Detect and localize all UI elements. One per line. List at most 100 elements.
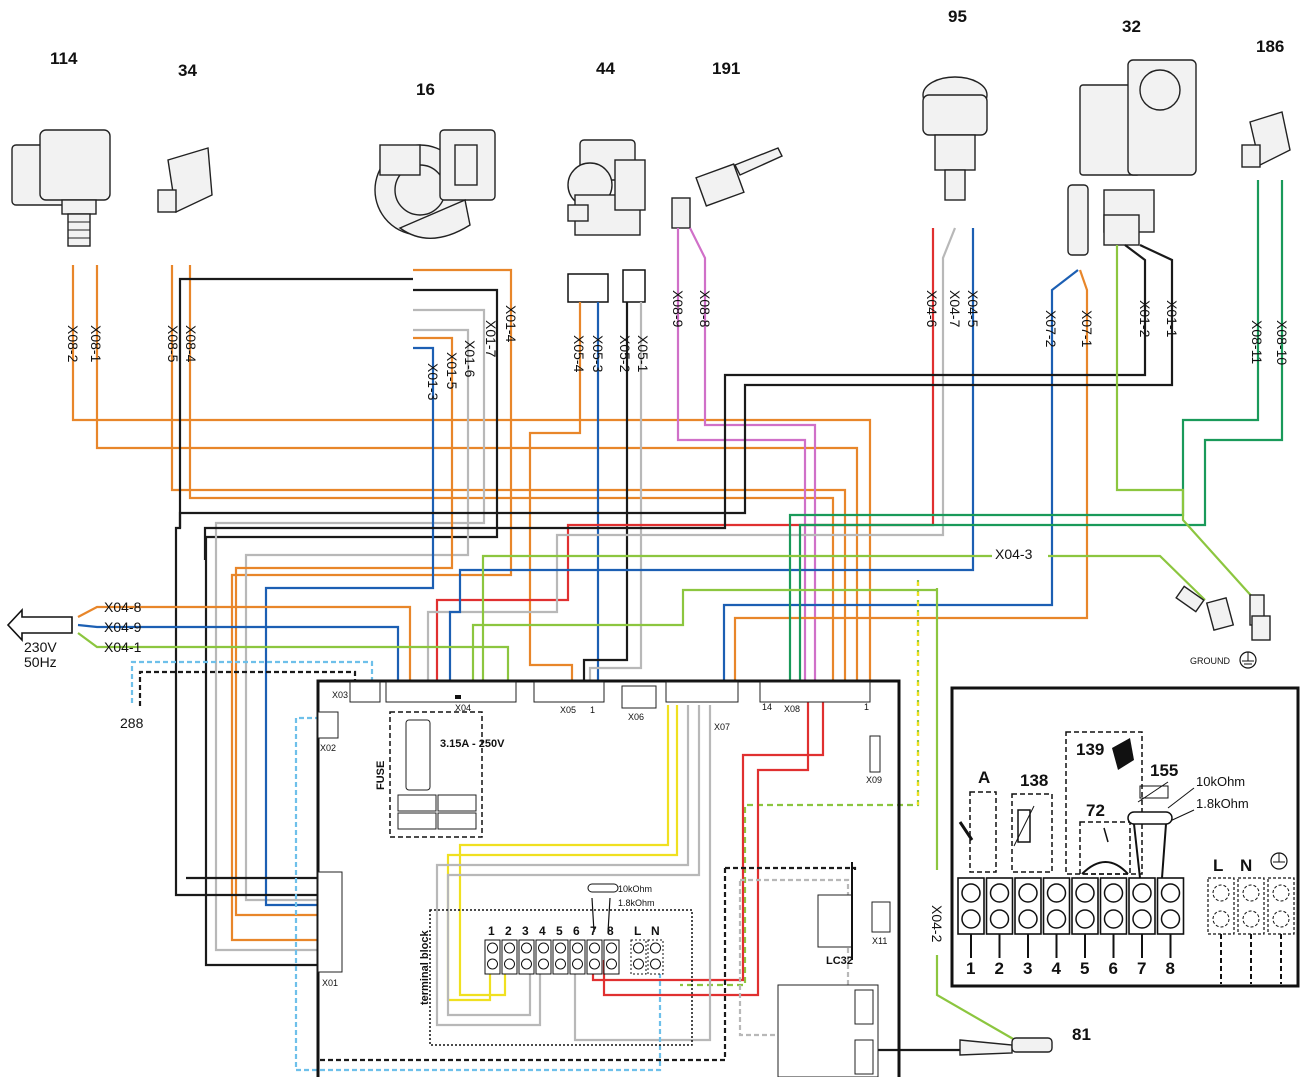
label-x04-5: X04-5: [965, 290, 981, 328]
label-x01-1: X01-1: [1164, 300, 1180, 338]
tb-terminal-label: 8: [607, 924, 614, 938]
sensor-34-drawing: [157, 147, 213, 214]
board-x09-label: X09: [866, 775, 882, 785]
label-x07-1: X07-1: [1079, 310, 1095, 348]
label-x08-10: X08-10: [1274, 320, 1290, 365]
detail-terminal-label: 8: [1166, 959, 1175, 978]
board-x11-label: X11: [872, 936, 887, 946]
tb-terminal: 4: [535, 924, 552, 975]
component-191-number: 191: [712, 59, 740, 78]
detail-139-icon: [1112, 738, 1134, 770]
detail-terminal: 8: [1156, 877, 1185, 978]
label-x04-6: X04-6: [924, 290, 940, 328]
label-x01-4: X01-4: [503, 305, 519, 343]
detail-resistor-10k: 10kOhm: [1196, 774, 1245, 789]
detail-terminal: 4: [1042, 877, 1071, 978]
detail-terminal-label: 1: [966, 959, 975, 978]
lc32-label: LC32: [826, 955, 853, 967]
label-x08-8: X08-8: [697, 290, 713, 328]
ground-label: GROUND: [1190, 656, 1230, 666]
detail-terminal-label: 3: [1023, 959, 1032, 978]
detail-terminal: 2: [985, 877, 1014, 978]
detail-power-terminal: [1267, 877, 1295, 984]
detail-72-label: 72: [1086, 801, 1105, 820]
power-arrow-icon: [6, 607, 73, 643]
label-x04-9: X04-9: [104, 619, 142, 635]
detail-n-label: N: [1240, 856, 1252, 875]
board-x07-label: X07: [714, 722, 730, 732]
electrode-81-drawing: 81: [959, 1025, 1091, 1056]
board-x08-pin1: 1: [864, 702, 869, 712]
detail-terminal: 3: [1014, 877, 1042, 978]
tb-terminal-label: L: [634, 924, 641, 938]
component-32-number: 32: [1122, 17, 1141, 36]
control-board: X03 X04 X05 1 X06 X07 X08 14 1 X02 X09 X…: [316, 679, 901, 1077]
pump-32-drawing: [1067, 59, 1197, 256]
board-x06-label: X06: [628, 712, 644, 722]
label-x08-4: X08-4: [183, 325, 199, 363]
power-frequency: 50Hz: [24, 654, 57, 670]
tb-terminal: 6: [569, 924, 586, 975]
board-x03-label: X03: [332, 690, 348, 700]
label-x04-7: X04-7: [947, 290, 963, 328]
tb-terminal: 3: [518, 924, 535, 975]
label-x08-1: X08-1: [88, 325, 104, 363]
detail-155-label: 155: [1150, 761, 1178, 780]
detail-terminal: 5: [1071, 877, 1099, 978]
connector-x05-b: [622, 269, 646, 303]
detail-terminal-label: 5: [1080, 959, 1089, 978]
tb-terminal: 5: [552, 924, 569, 975]
board-x04-label: X04: [455, 703, 471, 713]
ground-connectors: GROUND: [1175, 585, 1271, 669]
tb-terminal-label: 3: [522, 924, 529, 938]
power-input: 230V 50Hz 288: [6, 607, 144, 731]
detail-resistor-1k8: 1.8kOhm: [1196, 796, 1249, 811]
tb-terminal-label: 6: [573, 924, 580, 938]
terminal-block-label: terminal block: [419, 930, 431, 1005]
tb-terminal: 8: [603, 924, 620, 975]
board-x08-label: X08: [784, 704, 800, 714]
component-186-number: 186: [1256, 37, 1284, 56]
label-x05-2: X05-2: [617, 335, 633, 373]
label-x08-9: X08-9: [670, 290, 686, 328]
detail-terminal-label: 4: [1052, 959, 1062, 978]
label-x01-3: X01-3: [425, 363, 441, 401]
connector-x05-a: [567, 273, 609, 303]
tb-resistor-1k8: 1.8kOhm: [618, 898, 655, 908]
tb-resistor-10k: 10kOhm: [618, 884, 652, 894]
label-x01-5: X01-5: [444, 352, 460, 390]
component-114-number: 114: [50, 49, 78, 68]
component-16-number: 16: [416, 80, 435, 99]
component-95-number: 95: [948, 7, 967, 26]
component-288-number: 288: [120, 715, 144, 731]
detail-terminal-label: 2: [995, 959, 1004, 978]
component-44-number: 44: [596, 59, 615, 78]
tb-terminal-label: 5: [556, 924, 563, 938]
board-x08-pin14: 14: [762, 702, 772, 712]
label-x05-1: X05-1: [635, 335, 651, 373]
label-x04-8: X04-8: [104, 599, 142, 615]
gas-valve-44-drawing: [567, 139, 646, 236]
detail-l-label: L: [1213, 856, 1223, 875]
tb-terminal-label: 2: [505, 924, 512, 938]
tb-terminal-label: 4: [539, 924, 546, 938]
power-voltage: 230V: [24, 639, 57, 655]
detail-terminal-label: 6: [1109, 959, 1118, 978]
tb-terminal: L: [630, 924, 647, 975]
wire-labels: X08-1 X08-2 X08-4 X08-5 X01-4 X01-7 X01-…: [65, 290, 1290, 943]
tb-terminal: 2: [501, 924, 518, 975]
label-x04-1: X04-1: [104, 639, 142, 655]
wires: [71, 180, 1284, 1072]
board-x02-label: X02: [320, 743, 336, 753]
sensor-186-drawing: [1241, 111, 1291, 168]
label-x05-4: X05-4: [571, 335, 587, 373]
label-x01-7: X01-7: [483, 320, 499, 358]
label-x07-2: X07-2: [1043, 310, 1059, 348]
detail-terminal: 6: [1099, 877, 1128, 978]
label-x08-2: X08-2: [65, 325, 81, 363]
tb-terminal-label: N: [651, 924, 660, 938]
label-x01-2: X01-2: [1137, 300, 1153, 338]
board-x05-label: X05: [560, 705, 576, 715]
